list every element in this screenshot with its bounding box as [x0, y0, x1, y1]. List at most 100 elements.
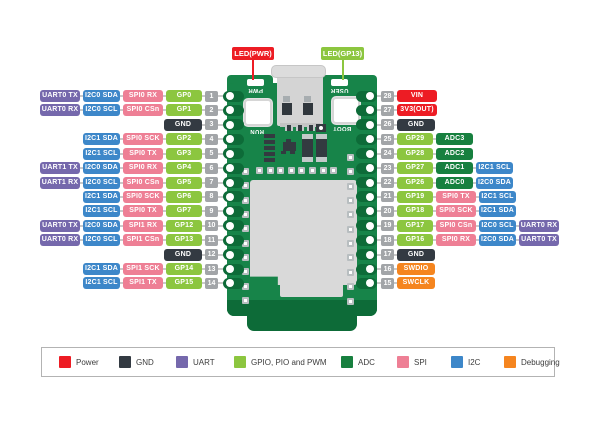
connector-line [202, 109, 205, 112]
module-pad [347, 268, 354, 276]
pin-function-badge: I2C1 SDA [479, 205, 516, 218]
castellation-hole [366, 265, 374, 274]
pin-function-badge: 3V3(OUT) [397, 104, 437, 117]
castellation-pad [356, 205, 377, 217]
connector-line [394, 181, 397, 184]
resistor [307, 125, 315, 131]
connector-line [516, 239, 519, 242]
castellation-pad [356, 119, 377, 131]
connector-line [473, 167, 476, 170]
connector-line [202, 239, 205, 242]
pin-number-badge: 16 [381, 263, 394, 275]
user-silkscreen-label: USER [330, 87, 349, 93]
pin-function-badge: I2C0 SDA [83, 219, 120, 232]
pin-function-badge: SPI0 TX [123, 205, 163, 218]
connector-line [433, 195, 436, 198]
pin-function-badge: SPI1 RX [123, 219, 163, 232]
module-pad [287, 167, 295, 174]
connector-line [80, 167, 83, 170]
run-button [243, 98, 273, 127]
module-pad [256, 167, 263, 174]
module-pad [242, 196, 249, 204]
pin-function-badge: I2C0 SCL [83, 104, 120, 117]
castellation-pad [223, 220, 244, 232]
usb-pad-right [303, 103, 313, 115]
legend-swatch [397, 356, 409, 368]
connector-line [473, 181, 476, 184]
connector-line [120, 181, 123, 184]
castellation-pad [223, 148, 244, 160]
pin-function-badge: UART0 TX [40, 90, 80, 102]
pin-number-badge: 12 [205, 249, 218, 261]
connector-line [218, 253, 227, 256]
led-pwr-callout-line [252, 60, 254, 80]
pin-number-badge: 4 [205, 133, 218, 145]
pin-function-badge: GP18 [397, 205, 433, 218]
connector-line [163, 95, 166, 97]
led-gp13-callout-line [342, 60, 344, 80]
connector-line [394, 167, 397, 170]
pin-number-badge: 10 [205, 220, 218, 232]
module-pad [242, 297, 249, 305]
connector-line [120, 195, 123, 198]
module-pad [330, 167, 338, 174]
module-pad [242, 168, 249, 175]
pin-number-badge: 1 [205, 90, 218, 102]
transistor-leg [281, 151, 286, 154]
castellation-pad [356, 191, 377, 203]
module-pad [242, 239, 249, 247]
connector-line [163, 152, 166, 155]
connector-line [218, 181, 227, 184]
pin-function-badge: SPI0 SCK [123, 133, 163, 146]
castellation-pad [223, 104, 244, 116]
pin-function-badge: GP26 [397, 176, 433, 189]
connector-line [163, 167, 166, 170]
module-pad [319, 167, 327, 174]
castellation-hole [226, 178, 234, 187]
pin-function-badge: SPI1 TX [123, 277, 163, 290]
pwr-led [247, 79, 264, 86]
connector-line [433, 181, 436, 184]
module-pad [277, 167, 285, 174]
module-pad [347, 254, 354, 262]
pin-function-badge: I2C1 SDA [83, 133, 120, 146]
connector-line [202, 253, 205, 256]
connector-line [218, 138, 227, 141]
pin-number-badge: 17 [381, 249, 394, 261]
rf-shield [250, 180, 357, 285]
pin-number-badge: 13 [205, 263, 218, 275]
capacitor [302, 134, 313, 162]
connector-line [516, 224, 519, 227]
pin-function-badge: GP19 [397, 190, 433, 203]
connector-line [202, 181, 205, 184]
connector-line [80, 224, 83, 227]
pin-function-badge: SPI0 CSn [123, 176, 163, 189]
castellation-hole [226, 164, 234, 173]
pin-function-badge: UART1 TX [40, 162, 80, 175]
connector-line [202, 268, 205, 271]
legend-swatch [234, 356, 246, 368]
connector-line [80, 95, 83, 97]
pin-function-badge: GP6 [166, 190, 202, 203]
connector-line [433, 239, 436, 242]
pin-function-badge: GND [397, 118, 435, 131]
legend-label: Power [76, 358, 99, 367]
castellation-pad [223, 90, 244, 102]
castellation-hole [366, 221, 374, 230]
transistor-body [283, 142, 296, 151]
castellation-hole [366, 279, 374, 288]
connector-line [120, 268, 123, 271]
